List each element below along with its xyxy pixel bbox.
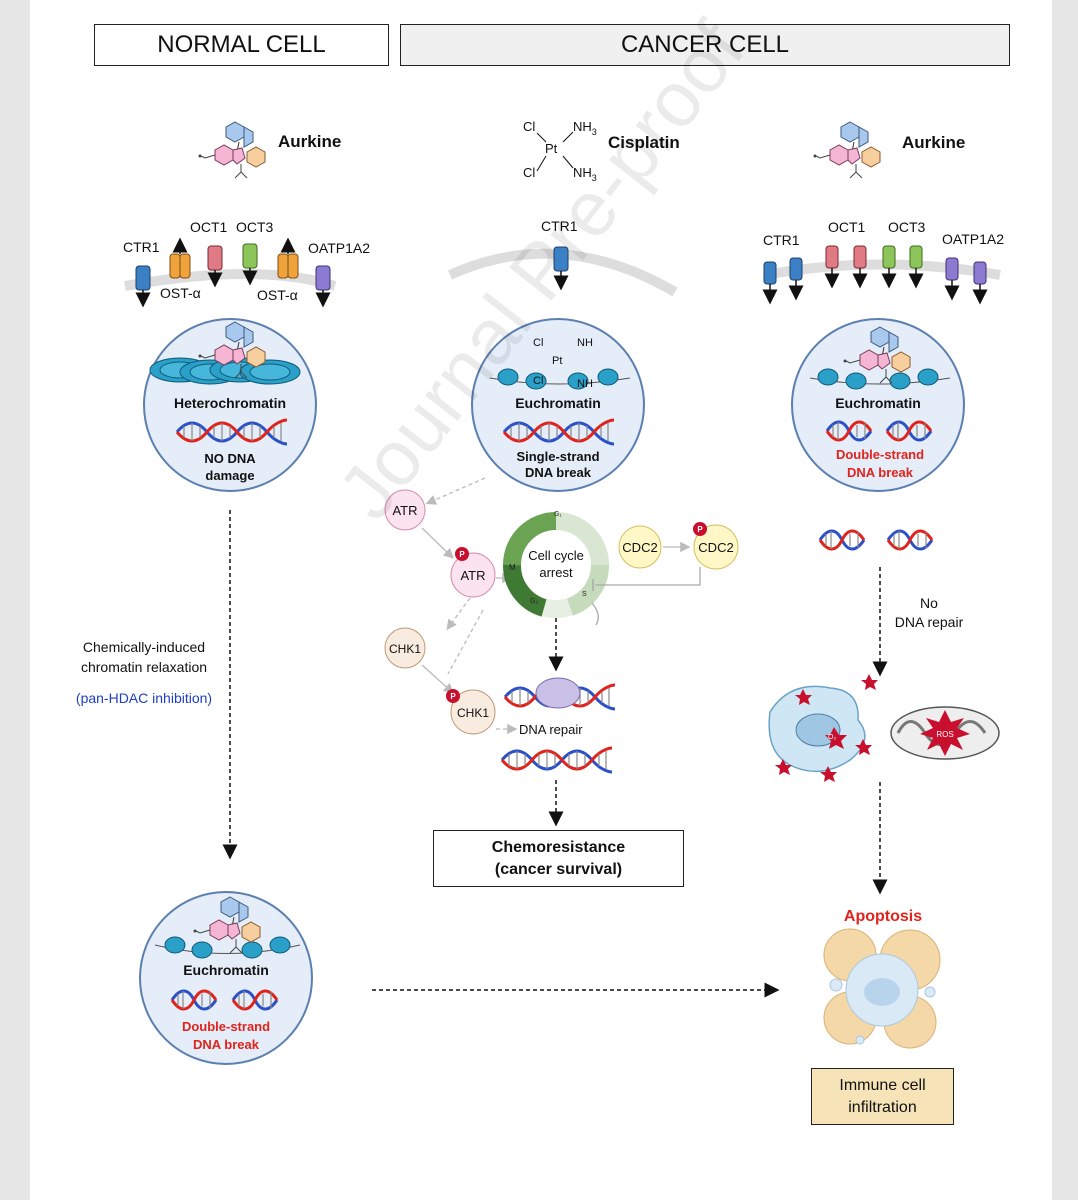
dsb-normal-line1: Double-strand bbox=[182, 1019, 270, 1034]
svg-text:NH3: NH3 bbox=[573, 165, 597, 183]
nucleus-state-cisplatin: Euchromatin bbox=[515, 395, 601, 411]
aurkine-molecule-right bbox=[813, 121, 881, 179]
svg-text:NH3: NH3 bbox=[573, 119, 597, 137]
oatp-label-left: OATP1A2 bbox=[308, 240, 370, 256]
no-repair-line1: No bbox=[920, 595, 938, 611]
atr-phospho-node bbox=[450, 552, 496, 598]
ctr1-label-center: CTR1 bbox=[541, 218, 578, 234]
phase-g2: G₂ bbox=[530, 598, 538, 605]
immune-infiltration-box: Immune cell infiltration bbox=[811, 1068, 954, 1125]
aurkine-label-left: Aurkine bbox=[278, 132, 341, 151]
nucleus-cancer-aurkine bbox=[791, 318, 965, 492]
svg-text:Cl: Cl bbox=[523, 119, 535, 134]
dsb-cancer-line1: Double-strand bbox=[836, 447, 924, 462]
ros-label: ROS bbox=[936, 730, 953, 739]
svg-text:Cl: Cl bbox=[533, 375, 543, 387]
dsb-normal-line2: DNA break bbox=[193, 1037, 260, 1052]
aurkine-molecule-left bbox=[198, 121, 266, 179]
ctr1-label-right: CTR1 bbox=[763, 232, 800, 248]
p-badge-cdc2: P bbox=[697, 525, 703, 534]
euchromatin-nucleosomes-normal bbox=[154, 936, 301, 959]
cdc2-phospho-label: CDC2 bbox=[698, 540, 733, 555]
chk1-node bbox=[384, 627, 426, 669]
membrane-left bbox=[124, 269, 337, 291]
chemoresistance-box: Chemoresistance (cancer survival) bbox=[433, 830, 684, 887]
cdc2-phospho-node bbox=[693, 524, 739, 570]
ost-label-left-2: OST-α bbox=[257, 287, 298, 303]
ssb-line2: DNA break bbox=[525, 465, 592, 480]
ssb-line1: Single-strand bbox=[516, 449, 599, 464]
transporters-left bbox=[135, 243, 331, 291]
cdc2-label: CDC2 bbox=[622, 540, 657, 555]
dna-broken-free-left bbox=[818, 529, 866, 551]
diagram-canvas: Aurkine CTR1 OCT1 OCT3 OATP1A2 OST-α OST… bbox=[123, 119, 1004, 1065]
p-badge-atr: P bbox=[459, 550, 465, 559]
chk1-phospho-label: CHK1 bbox=[457, 706, 489, 720]
o2-label: O₂ bbox=[828, 734, 836, 741]
svg-text:Cl: Cl bbox=[533, 337, 543, 349]
oct1-label-left: OCT1 bbox=[190, 219, 228, 235]
atr-label: ATR bbox=[392, 503, 417, 518]
no-dna-damage-line2: damage bbox=[205, 468, 254, 483]
oct1-label-right: OCT1 bbox=[828, 219, 866, 235]
cisplatin-in-nucleus: Cl NH Pt Cl NH bbox=[533, 337, 593, 390]
atr-node bbox=[384, 489, 426, 531]
euchromatin-nucleosomes-cancer bbox=[809, 368, 951, 390]
cell-cycle-label-2: arrest bbox=[539, 565, 573, 580]
repair-complex bbox=[535, 677, 581, 709]
oatp-label-right: OATP1A2 bbox=[942, 231, 1004, 247]
dna-repair-label: DNA repair bbox=[519, 722, 583, 737]
ctr1-label-left: CTR1 bbox=[123, 239, 160, 255]
svg-text:NH: NH bbox=[577, 337, 593, 349]
nucleus-state-cancer-aurkine: Euchromatin bbox=[835, 395, 921, 411]
phase-g1: G₁ bbox=[554, 511, 562, 518]
cell-cycle-ring bbox=[503, 512, 610, 618]
cisplatin-molecule: Cl NH3 Pt Cl NH3 bbox=[523, 119, 597, 183]
cancer-cell-header: CANCER CELL bbox=[400, 24, 1010, 66]
dna-repaired bbox=[500, 746, 614, 774]
nucleus-cisplatin bbox=[471, 318, 645, 492]
dsb-cancer-line2: DNA break bbox=[847, 465, 914, 480]
transporters-right bbox=[763, 245, 987, 285]
nucleus-state-normal-bottom: Euchromatin bbox=[183, 962, 269, 978]
damaged-cell-ros: O₂ bbox=[768, 674, 878, 782]
chk1-label: CHK1 bbox=[389, 642, 421, 656]
atr-phospho-label: ATR bbox=[460, 568, 485, 583]
no-repair-line2: DNA repair bbox=[895, 614, 964, 630]
phase-s: S bbox=[582, 591, 587, 598]
chk1-phospho-node bbox=[450, 689, 496, 735]
mitochondrion-ros: ROS bbox=[890, 706, 1000, 760]
nucleus-normal-bottom bbox=[139, 891, 313, 1065]
apoptotic-cell-immune bbox=[823, 928, 941, 1049]
cdc2-node bbox=[618, 525, 662, 569]
svg-text:NH: NH bbox=[577, 378, 593, 390]
normal-cell-header: NORMAL CELL bbox=[94, 24, 389, 66]
cisplatin-label: Cisplatin bbox=[608, 133, 680, 152]
oct3-label-left: OCT3 bbox=[236, 219, 274, 235]
svg-text:Cl: Cl bbox=[523, 165, 535, 180]
apoptosis-label: Apoptosis bbox=[844, 908, 922, 925]
dna-broken-free-right bbox=[886, 529, 934, 551]
chromatin-relaxation-label: Chemically-induced chromatin relaxation … bbox=[66, 637, 222, 708]
cell-cycle-label-1: Cell cycle bbox=[528, 548, 584, 563]
p-badge-chk1: P bbox=[450, 692, 456, 701]
aurkine-label-right: Aurkine bbox=[902, 133, 965, 152]
nucleus-state-normal-top: Heterochromatin bbox=[174, 395, 286, 411]
figure-page: NORMAL CELL CANCER CELL bbox=[30, 0, 1052, 1200]
no-dna-damage-line1: NO DNA bbox=[204, 451, 256, 466]
phase-m: M bbox=[509, 563, 516, 572]
hdac-label: (pan-HDAC inhibition) bbox=[75, 690, 213, 706]
ost-label-left-1: OST-α bbox=[160, 285, 201, 301]
svg-text:Pt: Pt bbox=[552, 355, 562, 367]
euchromatin-nucleosomes-cisplatin bbox=[489, 368, 631, 390]
oct3-label-right: OCT3 bbox=[888, 219, 926, 235]
svg-text:Pt: Pt bbox=[545, 141, 558, 156]
